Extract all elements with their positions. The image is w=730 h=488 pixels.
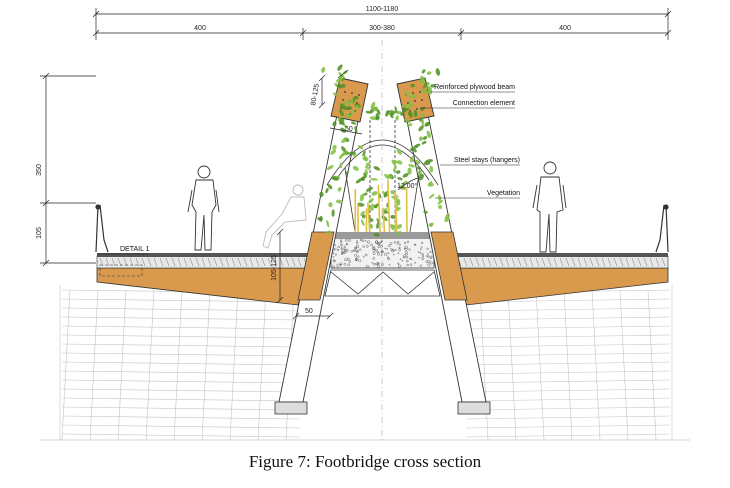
dim-railing-height: 105 <box>36 227 43 239</box>
dim-leg-width: 50 <box>305 308 313 315</box>
label-plywood-beam: Reinforced plywood beam <box>434 84 515 91</box>
pedestrian-left <box>187 165 220 251</box>
left-railing <box>95 204 109 253</box>
beam-dimensions <box>276 69 419 320</box>
dim-angle: 12.00° <box>397 182 418 190</box>
pedestrian-right <box>532 161 567 253</box>
label-vegetation: Vegetation <box>487 190 520 197</box>
right-railing <box>655 204 669 253</box>
left-dimensions <box>40 72 96 267</box>
right-deck <box>454 253 669 306</box>
dim-left-span: 400 <box>194 25 206 32</box>
left-deck <box>96 253 311 306</box>
ground-hatching <box>40 285 690 441</box>
dim-deck-depth: 105-125 <box>271 255 278 281</box>
left-a-frame-leg <box>274 99 363 415</box>
label-steel-stays: Steel stays (hangers) <box>454 157 520 164</box>
detail-marker <box>99 264 143 277</box>
dim-right-span: 400 <box>559 25 571 32</box>
vegetation <box>317 64 450 237</box>
dim-center-span: 300-380 <box>369 25 395 32</box>
dim-total-height: 350 <box>36 164 43 176</box>
leader-lines <box>97 91 520 255</box>
top-dimensions <box>92 8 672 40</box>
cross-section-drawing: 1100-1180 400 300-380 400 350 105 <box>36 6 690 441</box>
label-detail: DETAIL 1 <box>120 246 150 253</box>
seated-person-left <box>262 184 307 249</box>
figure-caption: Figure 7: Footbridge cross section <box>248 452 482 471</box>
label-connection-element: Connection element <box>453 100 515 107</box>
deck-hatch-marks <box>99 257 666 267</box>
dim-beam-width: 50 <box>345 126 353 133</box>
dim-overall-width: 1100-1180 <box>366 6 399 13</box>
dim-beam-depth: 80-125 <box>310 83 321 106</box>
planter-trough <box>324 232 441 297</box>
